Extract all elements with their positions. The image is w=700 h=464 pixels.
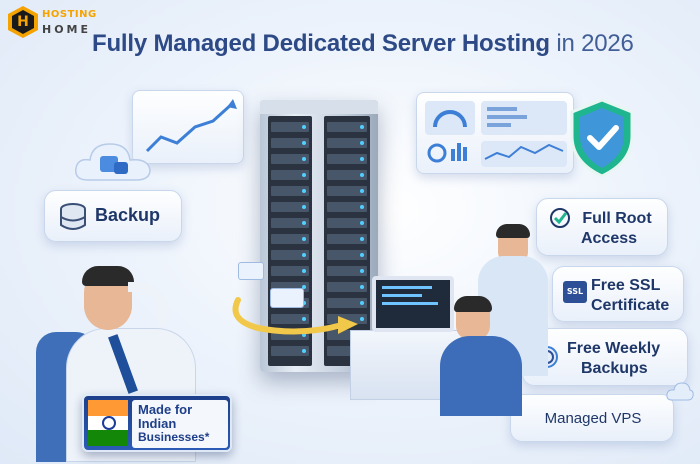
mini-window-icon [238, 262, 264, 280]
data-flow-arrow-icon [232, 297, 358, 335]
growth-chart-card [132, 90, 244, 164]
badge-line3: Businesses* [138, 430, 210, 444]
full-root-access-card[interactable]: Full Root Access [536, 198, 668, 256]
weekly-label-line2: Backups [581, 360, 648, 377]
root-label-line1: Full Root [582, 210, 652, 227]
indian-flag-icon [102, 416, 116, 430]
logo-text-bottom: HOME [42, 23, 92, 36]
rack-left-column [268, 116, 312, 366]
monitor-icon [372, 276, 454, 332]
cloud-small-icon [666, 382, 694, 401]
page-title: Fully Managed Dedicated Server Hosting i… [92, 30, 634, 58]
security-shield-icon [570, 98, 634, 178]
growth-chart-icon [145, 99, 237, 153]
badge-line2: Indian [138, 416, 177, 431]
cloud-icon [72, 136, 154, 184]
root-label-line2: Access [580, 230, 638, 247]
ssl-label-line2: Certificate [591, 297, 670, 314]
ssl-badge-icon: SSL [563, 281, 587, 303]
title-year: in 2026 [556, 30, 634, 57]
logo-mark: H [12, 10, 34, 34]
managed-vps-card[interactable]: Managed VPS [510, 394, 674, 442]
free-weekly-backups-card[interactable]: Free Weekly Backups [522, 328, 688, 386]
server-rack [260, 100, 378, 372]
seated-person-illustration [420, 296, 530, 420]
logo-text-top: HOSTING [42, 9, 97, 20]
made-for-indian-businesses-badge: Made for Indian Businesses* [82, 394, 232, 452]
vps-label: Managed VPS [544, 410, 642, 427]
backup-card[interactable]: Backup [44, 190, 182, 242]
free-ssl-card[interactable]: SSL Free SSL Certificate [552, 266, 684, 322]
dashboard-panel [416, 92, 574, 174]
database-icon [60, 203, 86, 230]
brand-logo[interactable]: H HOSTING HOME [8, 6, 96, 40]
weekly-label-line1: Free Weekly [567, 340, 661, 357]
mini-window-icon [270, 288, 304, 308]
dashboard-widgets-icon [425, 101, 567, 167]
badge-line1: Made for [138, 402, 193, 417]
backup-label: Backup [95, 205, 161, 225]
title-main: Fully Managed Dedicated Server Hosting [92, 30, 550, 57]
checkmark-icon [550, 208, 570, 228]
ssl-label-line1: Free SSL [591, 277, 661, 294]
